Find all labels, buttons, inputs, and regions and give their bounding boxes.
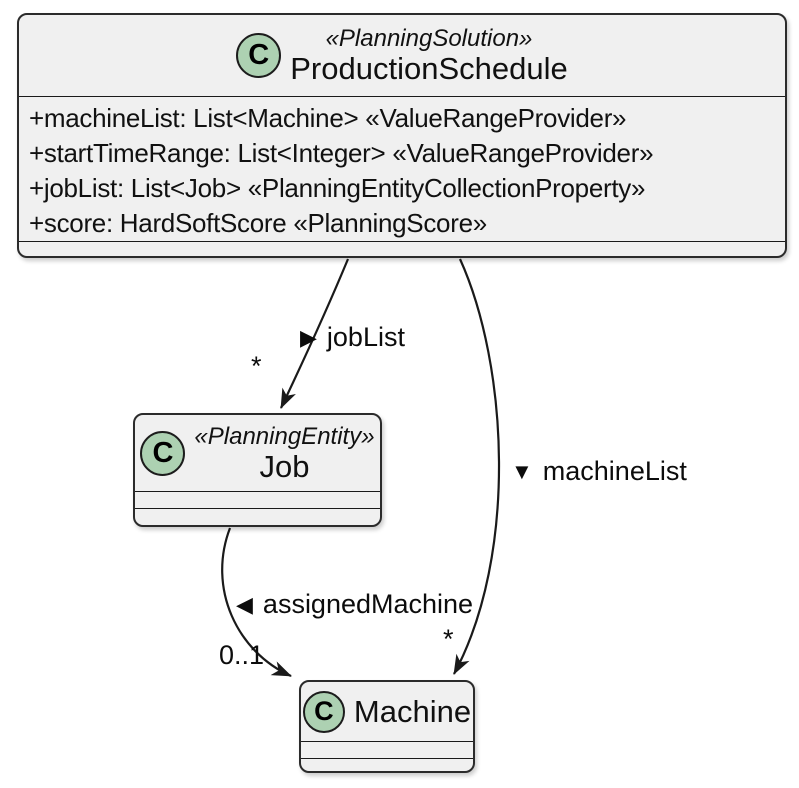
class-icon-letter: C [314, 696, 334, 727]
class-box-production-schedule: C «PlanningSolution» ProductionSchedule … [17, 13, 787, 258]
direction-triangle-icon: ▶ [300, 324, 317, 350]
edge-label-text: jobList [326, 322, 405, 352]
class-name: Machine [353, 693, 472, 729]
attributes-compartment: +machineList: List<Machine> «ValueRangeP… [19, 96, 785, 241]
multiplicity-job-star: * [251, 351, 262, 381]
multiplicity-machine-star: * [443, 624, 454, 654]
class-name: ProductionSchedule [290, 51, 568, 86]
methods-compartment-empty [301, 758, 473, 771]
class-box-job: C «PlanningEntity» Job [133, 413, 382, 527]
class-stereotype: «PlanningSolution» [325, 25, 533, 52]
attribute-score: +score: HardSoftScore «PlanningScore» [29, 208, 487, 238]
class-title-job: C «PlanningEntity» Job [135, 415, 380, 491]
attributes-compartment-empty [301, 741, 473, 758]
class-icon-letter: C [248, 39, 270, 71]
methods-compartment-empty [135, 508, 380, 525]
attribute-starttimerange: +startTimeRange: List<Integer> «ValueRan… [29, 138, 654, 168]
edge-label-machinelist: ▼ machineList [511, 456, 687, 487]
direction-triangle-icon: ▼ [511, 458, 533, 484]
attribute-machinelist: +machineList: List<Machine> «ValueRangeP… [29, 103, 627, 133]
edge-label-text: assignedMachine [262, 589, 474, 619]
attribute-joblist: +jobList: List<Job> «PlanningEntityColle… [29, 173, 646, 203]
class-name: Job [259, 448, 310, 484]
class-circle-icon: C [302, 690, 345, 733]
direction-triangle-icon: ◀ [236, 591, 253, 617]
class-title-production-schedule: C «PlanningSolution» ProductionSchedule [19, 15, 785, 96]
multiplicity-machine-zero-one: 0..1 [219, 640, 265, 670]
class-circle-icon: C [236, 33, 282, 78]
class-stereotype: «PlanningEntity» [194, 422, 375, 450]
edge-label-assignedmachine: ◀ assignedMachine [236, 589, 473, 620]
methods-compartment-empty [19, 241, 785, 256]
class-title-machine: C Machine [301, 682, 473, 741]
edge-label-text: machineList [542, 456, 687, 486]
class-icon-letter: C [152, 436, 174, 469]
class-box-machine: C Machine [299, 680, 475, 773]
attributes-compartment-empty [135, 491, 380, 508]
class-circle-icon: C [140, 430, 186, 476]
edge-label-joblist: ▶ jobList [300, 322, 405, 353]
